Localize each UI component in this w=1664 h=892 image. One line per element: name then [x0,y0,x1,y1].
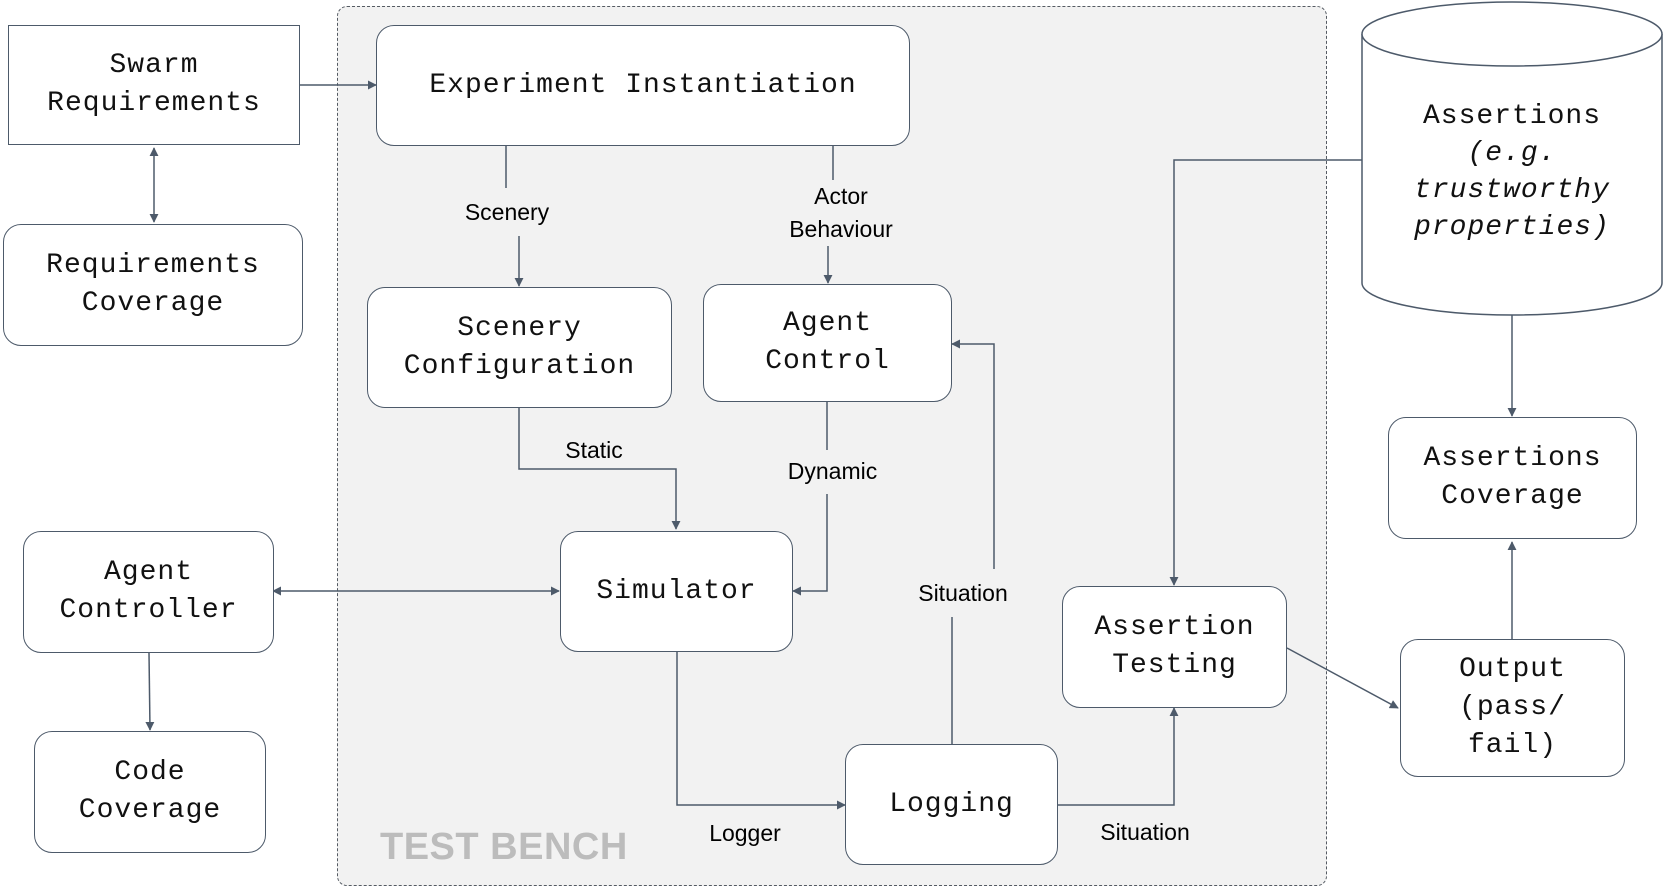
experiment-instantiation-label: Experiment Instantiation [429,69,857,101]
edge-label-logger: Logger [709,820,781,846]
edge-label-scenery: Scenery [454,196,560,229]
assertion-testing-line-1: Assertion [1094,612,1255,643]
edge-label-situation-feedback: Situation [904,577,1022,610]
edge-label-static: Static [565,437,623,463]
arrow-dynamic-to-simulator [792,494,828,596]
agent-control-box: Agent Control [703,284,952,402]
swarm-requirements-line-1: Swarm [109,50,199,81]
edge-label-situation-logging: Situation [1100,819,1190,845]
requirements-coverage-box: Requirements Coverage [3,224,303,346]
assertions-store-line-1: Assertions [1422,101,1602,132]
code-coverage-line-1: Code [114,757,186,788]
arrow-situation-to-agent-control [951,339,995,569]
arrow-agent-controller-code-coverage [145,652,155,731]
agent-controller-line-1: Agent [103,557,193,588]
swarm-requirements-line-2: Requirements [47,88,261,119]
assertions-coverage-line-2: Coverage [1441,481,1584,512]
logging-label: Logging [889,788,1014,820]
requirements-coverage-line-2: Coverage [81,288,225,319]
agent-control-line-2: Control [765,346,890,377]
code-coverage-box: Code Coverage [34,731,266,853]
arrow-testing-to-output [1286,647,1399,709]
output-line-1: Output [1459,654,1566,685]
assertions-coverage-box: Assertions Coverage [1388,417,1637,539]
scenery-configuration-line-1: Scenery [457,312,582,344]
edge-label-actor: Actor [814,183,868,209]
output-line-3: fail) [1467,730,1557,761]
arrow-simulator-to-logging [676,652,846,810]
requirements-coverage-line-1: Requirements [46,250,260,281]
experiment-instantiation-box: Experiment Instantiation [376,25,910,146]
assertions-store-text: Assertions (e.g. trustworthy properties) [1362,98,1662,246]
assertions-store-line-2: (e.g. [1467,138,1557,169]
arrow-static-to-simulator [518,408,681,530]
simulator-box: Simulator [560,531,793,652]
output-box: Output (pass/ fail) [1400,639,1625,777]
assertion-testing-line-2: Testing [1112,650,1237,681]
output-line-2: (pass/ [1459,692,1566,723]
agent-control-line-1: Agent [782,308,872,339]
assertion-testing-box: Assertion Testing [1062,586,1287,708]
assertions-coverage-line-1: Assertions [1423,443,1602,474]
simulator-label: Simulator [596,575,757,607]
arrow-logging-to-assertion-testing [1058,707,1179,806]
code-coverage-line-2: Coverage [78,795,222,826]
edge-label-dynamic: Dynamic [777,455,888,488]
assertions-cylinder [1361,1,1663,316]
edge-label-behaviour: Behaviour [789,216,893,242]
swarm-requirements-box: Swarm Requirements [8,25,300,145]
agent-controller-box: Agent Controller [23,531,274,653]
scenery-configuration-box: Scenery Configuration [367,287,672,408]
edge-label-actor-behaviour: Actor Behaviour [773,180,909,246]
scenery-configuration-line-2: Configuration [403,350,636,382]
assertions-store-line-3: trustworthy [1414,175,1610,206]
assertions-store-line-4: properties) [1414,212,1610,243]
agent-controller-line-2: Controller [59,595,238,626]
logging-box: Logging [845,744,1058,865]
test-bench-container [337,6,1327,886]
arrow-assertions-to-testing [1169,159,1362,586]
test-bench-title: TEST BENCH [380,826,628,868]
